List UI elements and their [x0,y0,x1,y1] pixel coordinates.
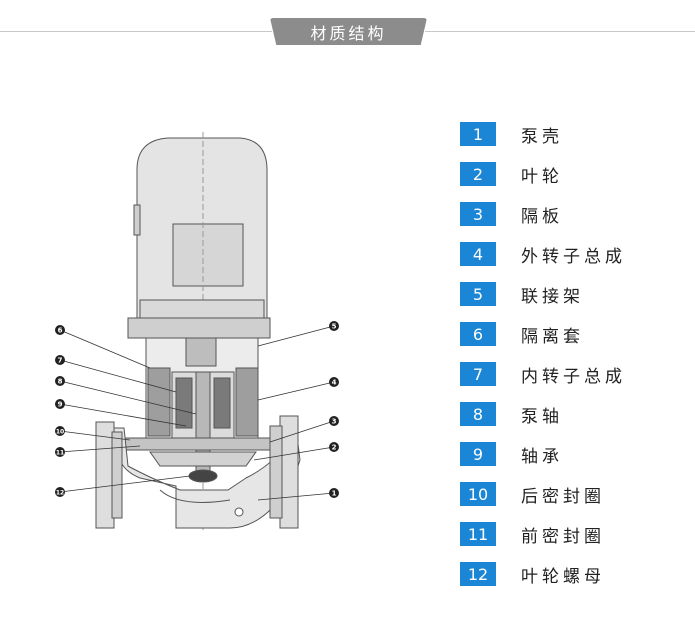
legend-number: 8 [460,402,496,426]
callout-11 [55,447,65,457]
legend-number: 7 [460,362,496,386]
callout-2 [329,442,339,452]
legend-item: 11 前密封圈 [460,522,605,547]
legend-label: 泵轴 [521,406,563,427]
callout-11-label: 11 [56,450,64,457]
legend-item: 8 泵轴 [460,402,563,427]
callout-4-label: 4 [332,379,337,387]
callout-8-label: 8 [58,378,63,386]
legend-item: 7 内转子总成 [460,362,626,387]
legend-label: 泵壳 [521,126,563,147]
legend-label: 轴承 [521,446,563,467]
legend-label: 前密封圈 [521,526,605,547]
legend-number: 4 [460,242,496,266]
legend-item: 1 泵壳 [460,122,563,147]
legend-item: 3 隔板 [460,202,563,227]
callout-10-label: 10 [56,429,64,436]
callout-12-label: 12 [56,490,64,497]
legend-number: 6 [460,322,496,346]
header-rule-left [0,31,272,32]
callout-10 [55,426,65,436]
legend-label: 隔板 [521,206,563,227]
legend-label: 叶轮螺母 [521,566,605,587]
callout-1-label: 1 [332,490,337,498]
callout-4 [329,377,339,387]
legend-number: 5 [460,282,496,306]
legend-number: 3 [460,202,496,226]
legend-number: 12 [460,562,496,586]
header-rule-right [425,31,695,32]
callout-3 [329,416,339,426]
legend-number: 10 [460,482,496,506]
callout-5-label: 5 [332,323,337,331]
callout-6 [55,325,65,335]
legend-item: 9 轴承 [460,442,563,467]
callout-9-label: 9 [58,401,63,409]
callout-7-label: 7 [58,357,63,365]
legend-number: 1 [460,122,496,146]
legend-label: 外转子总成 [521,246,626,267]
legend-item: 10 后密封圈 [460,482,605,507]
legend-number: 11 [460,522,496,546]
callout-6-label: 6 [58,327,63,335]
callout-12 [55,487,65,497]
callout-9 [55,399,65,409]
callout-1 [329,488,339,498]
legend-label: 叶轮 [521,166,563,187]
legend-number: 9 [460,442,496,466]
legend-label: 后密封圈 [521,486,605,507]
callout-5 [329,321,339,331]
callout-7 [55,355,65,365]
legend-item: 2 叶轮 [460,162,563,187]
legend-item: 6 隔离套 [460,322,584,347]
legend-item: 4 外转子总成 [460,242,626,267]
legend-number: 2 [460,162,496,186]
legend-label: 内转子总成 [521,366,626,387]
legend-item: 12 叶轮螺母 [460,562,605,587]
legend-item: 5 联接架 [460,282,584,307]
callout-2-label: 2 [332,444,337,452]
legend-label: 联接架 [521,286,584,307]
legend-label: 隔离套 [521,326,584,347]
callout-8 [55,376,65,386]
callout-3-label: 3 [332,418,337,426]
section-title: 材质结构 [270,18,427,45]
